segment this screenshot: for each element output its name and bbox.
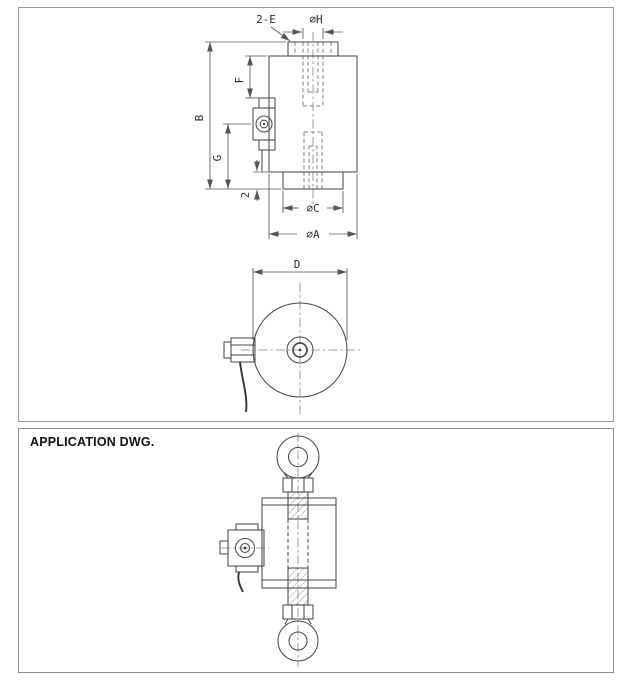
label-dia-c: ∅C — [306, 202, 319, 215]
label-2e: 2-E — [256, 13, 276, 26]
label-f: F — [233, 77, 246, 84]
label-b: B — [193, 114, 206, 121]
cable — [239, 361, 248, 413]
bottom-rod-end-eye — [288, 631, 308, 651]
top-rod-end-eye — [287, 446, 309, 468]
bottom-threaded-stud — [287, 567, 309, 606]
label-d: D — [294, 258, 301, 271]
front-view — [252, 41, 358, 190]
front-view-dimensions — [205, 26, 358, 340]
cable-gland-circle — [234, 537, 256, 559]
dimension-panel: 2-E ∅H F B G 2 ∅C ∅A D — [18, 7, 614, 422]
cable-gland-circle — [255, 115, 273, 133]
bottom-nut — [282, 604, 314, 620]
label-dia-h: ∅H — [309, 13, 322, 26]
dimension-drawing: 2-E ∅H F B G 2 ∅C ∅A D — [193, 13, 360, 414]
front-view-hidden-lines — [294, 42, 332, 189]
bottom-rod-end-outer — [277, 620, 319, 662]
label-dia-a: ∅A — [306, 228, 320, 241]
bottom-view — [223, 302, 348, 413]
app-centerlines — [221, 433, 299, 667]
application-title: APPLICATION DWG. — [30, 435, 155, 449]
application-drawing-svg — [219, 433, 337, 667]
dimension-labels: 2-E ∅H F B G 2 ∅C ∅A D — [193, 13, 323, 271]
label-2: 2 — [239, 192, 252, 199]
application-panel: APPLICATION DWG. — [18, 428, 614, 673]
label-g: G — [211, 155, 224, 162]
cable — [237, 571, 244, 593]
application-drawing — [219, 435, 337, 662]
